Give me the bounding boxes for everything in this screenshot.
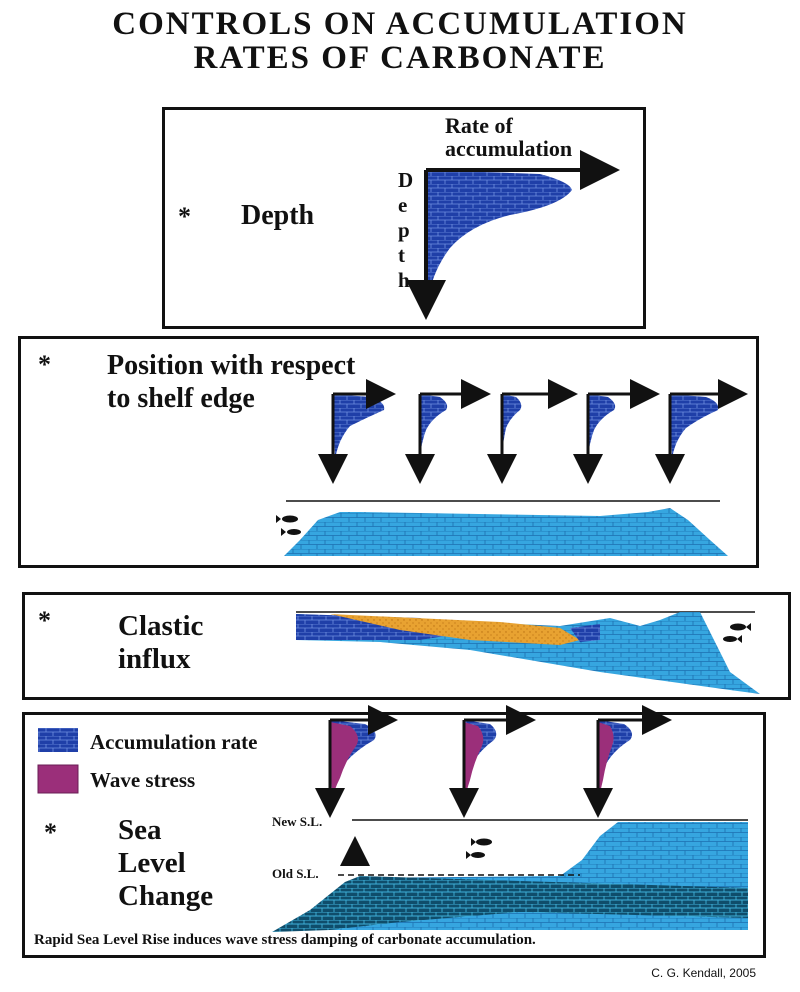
legend-accumulation-label: Accumulation rate [90, 730, 258, 754]
legend-accumulation-swatch [38, 728, 78, 752]
depth-star: * [178, 202, 191, 231]
wave-graph-2 [449, 705, 536, 818]
new-sea-level-label: New S.L. [272, 814, 323, 829]
panel-depth [162, 107, 646, 329]
wave-graph-3 [583, 705, 672, 818]
depth-accumulation-curve [426, 170, 572, 300]
clastic-star: * [38, 606, 51, 635]
shelf-platform [284, 508, 728, 556]
depth-y-letter: h [398, 268, 410, 292]
depth-y-axis-label: D e p t h [398, 168, 418, 293]
depth-y-letter: t [398, 243, 405, 267]
mini-graph-4 [573, 379, 660, 484]
title-line-1: CONTROLS ON ACCUMULATION [112, 6, 688, 42]
sealevel-star: * [44, 818, 57, 847]
old-sea-level-label: Old S.L. [272, 866, 319, 881]
mini-graph-3 [487, 379, 578, 484]
clastic-label-2: influx [118, 643, 191, 675]
fish-icon [276, 515, 301, 536]
credit: C. G. Kendall, 2005 [651, 966, 756, 980]
sealevel-label-2: Level [118, 847, 186, 879]
legend-wave-label: Wave stress [90, 768, 196, 792]
depth-x-axis-label-1: Rate of [445, 113, 513, 138]
shelf-label-2: to shelf edge [107, 383, 255, 414]
wave-graph-1 [315, 705, 398, 818]
shelf-label-1: Position with respect [107, 350, 356, 381]
mini-graph-5 [655, 379, 748, 484]
title-line-2: RATES OF CARBONATE [193, 40, 607, 76]
depth-y-letter: e [398, 193, 408, 217]
mini-graph-2 [405, 379, 491, 484]
sealevel-caption: Rapid Sea Level Rise induces wave stress… [34, 932, 536, 948]
clastic-dark-patch [570, 624, 600, 642]
fish-icon [466, 838, 492, 859]
legend-wave-swatch [37, 764, 79, 794]
clastic-sand-wedge [330, 614, 580, 645]
sealevel-label-1: Sea [118, 814, 162, 846]
sealevel-label-3: Change [118, 880, 214, 912]
fish-icon [723, 623, 751, 643]
panel-clastic-influx [22, 592, 791, 700]
old-carbonate-platform [272, 876, 748, 932]
mini-graph-1 [318, 379, 396, 484]
depth-y-letter: p [398, 218, 410, 242]
depth-label: Depth [241, 200, 315, 231]
depth-y-letter: D [398, 168, 414, 192]
depth-x-axis-label-2: accumulation [445, 136, 573, 161]
clastic-label-1: Clastic [118, 610, 204, 642]
shelf-star: * [38, 350, 51, 379]
